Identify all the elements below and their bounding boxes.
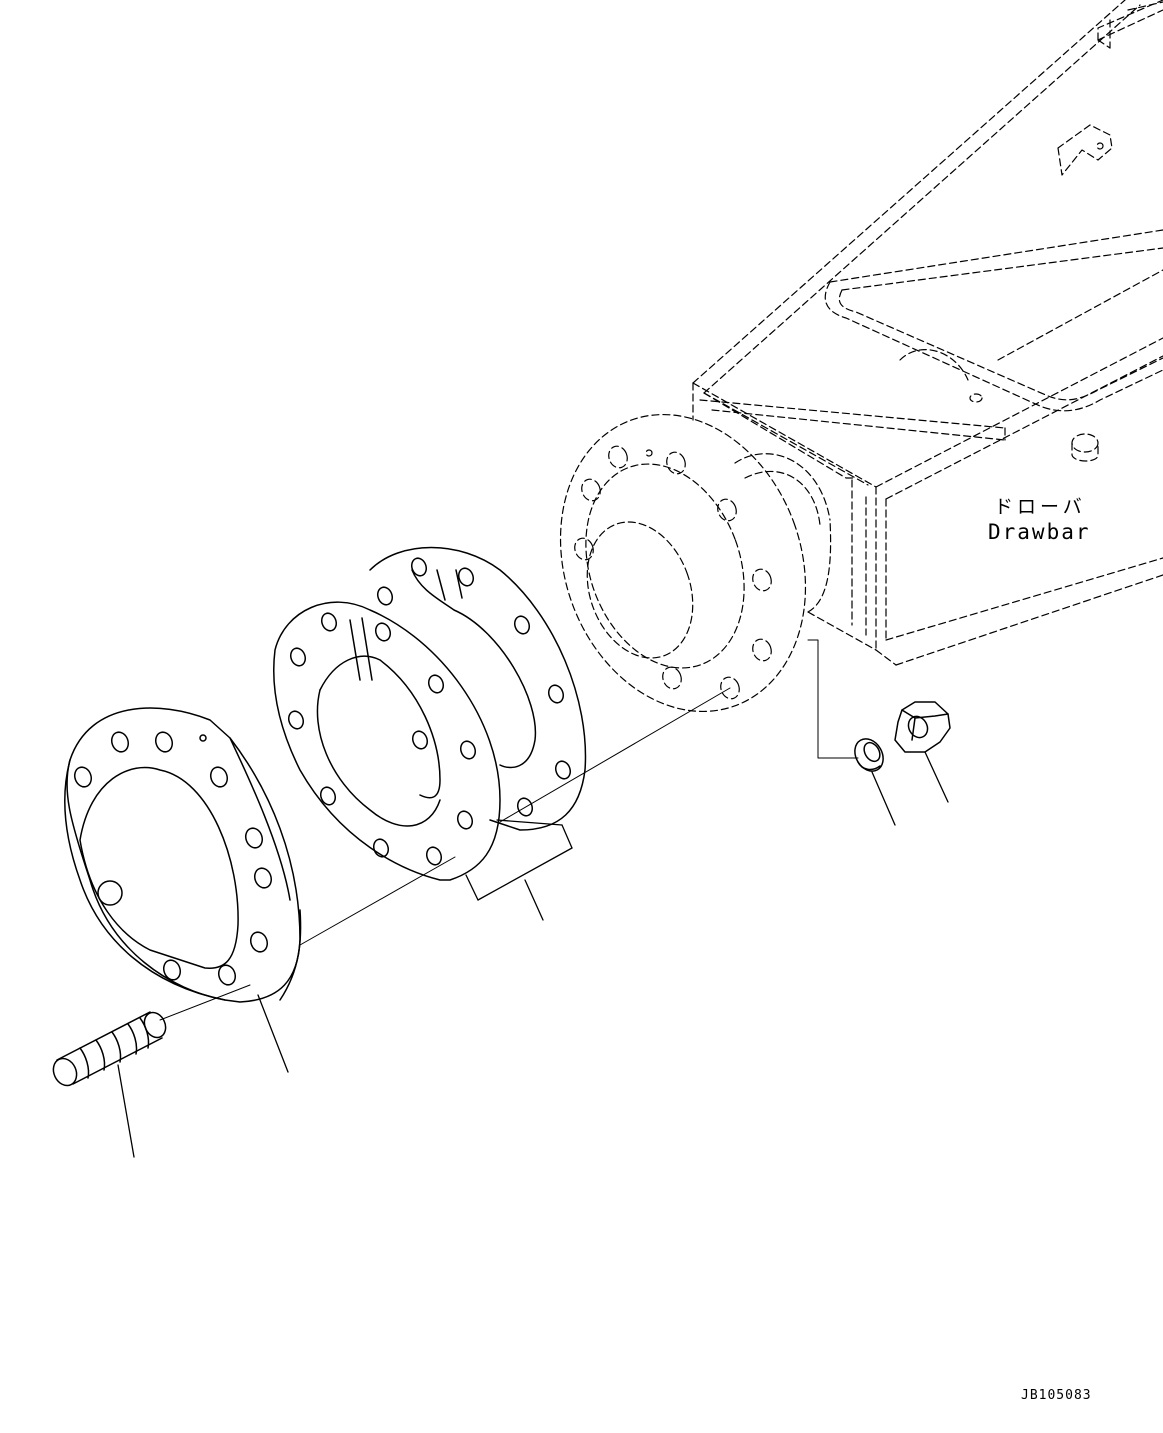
stud-bolt-icon: [52, 1011, 167, 1087]
cover-plate-icon: [64, 707, 302, 1003]
shim-pair-icon: [272, 546, 587, 881]
leader-lines: [117, 751, 949, 1158]
assembly-lines: [159, 639, 859, 1021]
drawbar-hub-flange: [559, 413, 832, 713]
drawbar-label-english: Drawbar: [988, 520, 1091, 544]
drawbar-label-japanese: ドローバ: [994, 496, 1086, 518]
nut-icon: [894, 701, 951, 753]
drawing-id: JB105083: [1021, 1388, 1092, 1403]
drawbar-frame: [692, 0, 1163, 666]
washer-icon: [854, 738, 884, 772]
